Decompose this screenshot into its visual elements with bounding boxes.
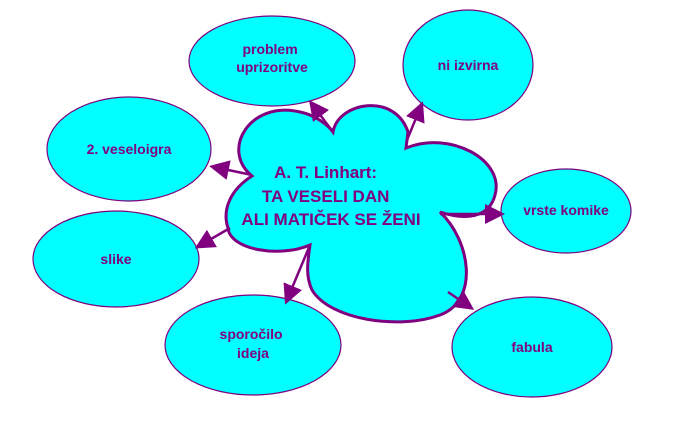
svg-text:problem uprizoritve: problem uprizoritve (236, 41, 308, 75)
center-title: A. T. Linhart: TA VESELI DAN ALI MATIČEK… (241, 163, 420, 229)
node-label: uprizoritve (236, 59, 308, 75)
node-label: fabula (511, 339, 552, 355)
node-label: ideja (237, 345, 269, 361)
center-title-line: TA VESELI DAN (262, 187, 390, 206)
arrow-to-izvirna (405, 101, 425, 141)
node-label: slike (100, 251, 131, 267)
node-ni-izvirna (402, 9, 534, 121)
node-label: vrste komike (523, 202, 609, 218)
node-label: problem (242, 41, 297, 57)
node-label: sporočilo (220, 326, 283, 342)
node-veseloigra (46, 96, 212, 202)
arrow-to-veseloigra (209, 160, 253, 180)
center-title-line: ALI MATIČEK SE ŽENI (241, 210, 420, 229)
svg-text:sporočilo ideja: sporočilo ideja (220, 326, 287, 361)
arrow-to-fabula (447, 290, 475, 310)
node-slike (32, 210, 200, 308)
arrow-to-slike (194, 226, 231, 249)
node-fabula (451, 296, 613, 398)
center-title-line: A. T. Linhart: (274, 163, 377, 182)
node-label: ni izvirna (438, 57, 499, 73)
node-sporocilo-ideja (164, 294, 342, 396)
node-label: 2. veseloigra (87, 141, 172, 157)
node-problem-uprizoritve (188, 15, 356, 107)
arrow-to-problem (309, 100, 334, 133)
arrow-to-sporocilo (283, 244, 312, 305)
